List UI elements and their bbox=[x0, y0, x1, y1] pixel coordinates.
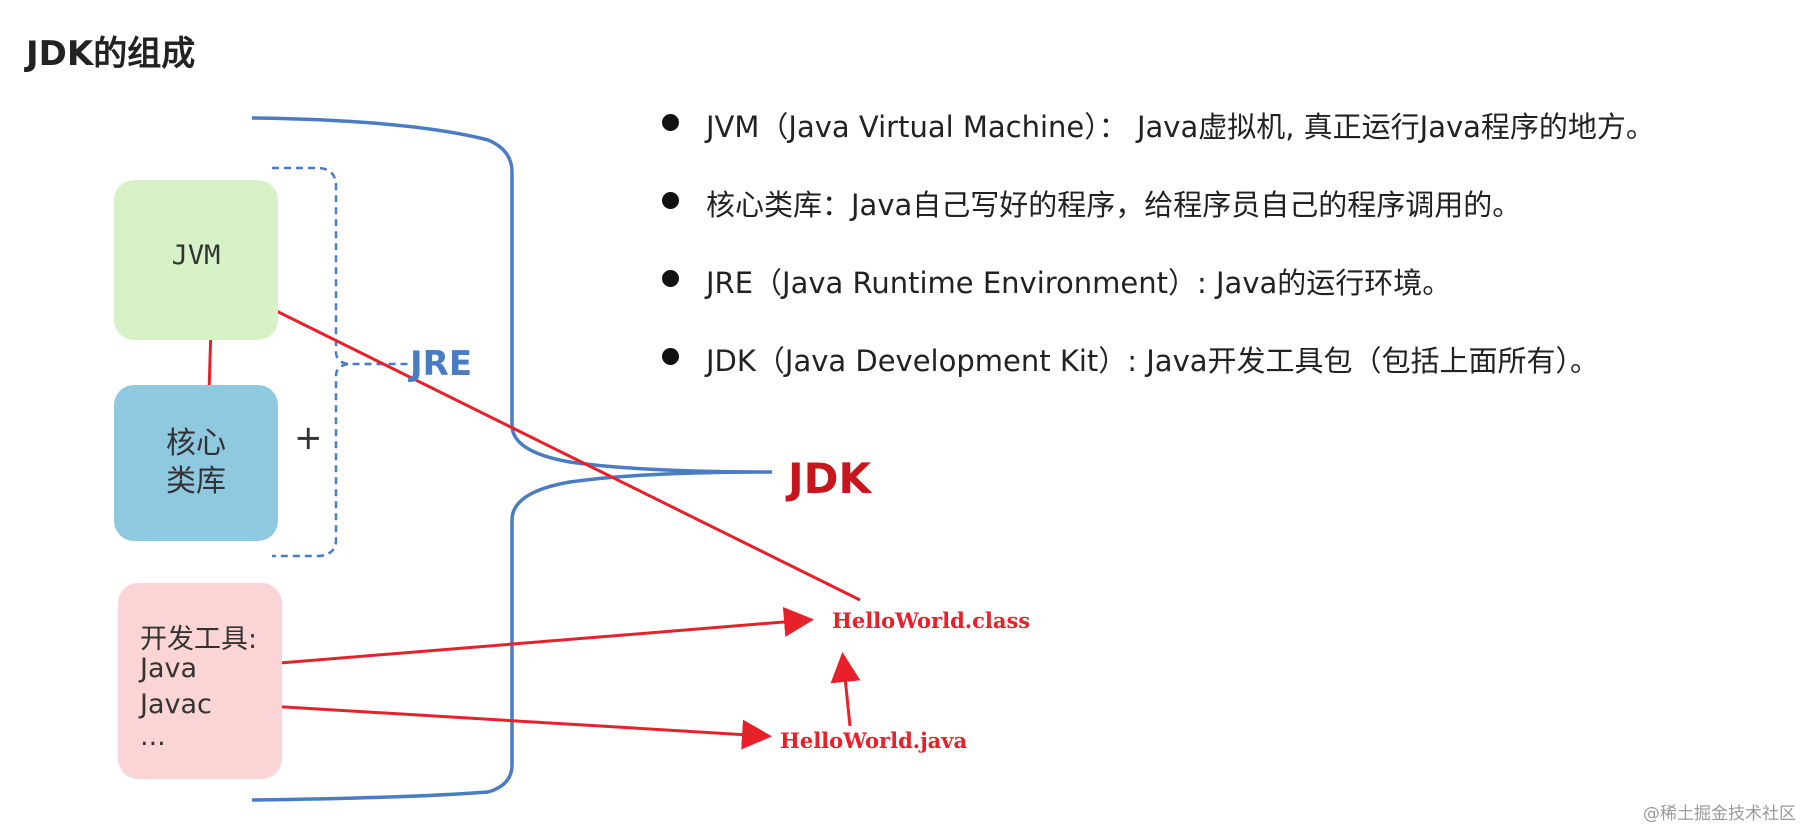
arrow-java-to-class-file bbox=[830, 652, 861, 727]
core-library-label: 核心 类库 bbox=[166, 426, 226, 499]
bullet-jdk: JDK（Java Development Kit）: Java开发工具包（包括上… bbox=[662, 338, 1655, 416]
core-library-box: 核心 类库 bbox=[114, 385, 278, 541]
jre-brace bbox=[272, 166, 408, 558]
dev-tools-heading: 开发工具: bbox=[140, 624, 258, 655]
dev-tool-javac: Javac bbox=[140, 689, 212, 720]
dev-tools-box: 开发工具: Java Javac ... bbox=[118, 583, 282, 779]
bullet-jre: JRE（Java Runtime Environment）: Java的运行环境… bbox=[662, 260, 1655, 338]
arrow-java-to-class bbox=[217, 606, 814, 670]
bullet-core-library: 核心类库：Java自己写好的程序，给程序员自己的程序调用的。 bbox=[662, 182, 1655, 260]
plus-sign: + bbox=[294, 418, 323, 458]
jdk-label: JDK bbox=[788, 454, 872, 503]
jvm-box: JVM bbox=[114, 180, 278, 340]
bullet-text: JDK（Java Development Kit）: Java开发工具包（包括上… bbox=[706, 344, 1600, 378]
jdk-brace bbox=[251, 116, 773, 802]
definition-list: JVM（Java Virtual Machine）： Java虚拟机, 真正运行… bbox=[662, 104, 1655, 416]
arrow-javac-to-java bbox=[267, 704, 772, 750]
helloworld-class-label: HelloWorld.class bbox=[832, 608, 1031, 633]
jvm-box-label: JVM bbox=[171, 239, 221, 271]
bullet-text: JVM（Java Virtual Machine）： Java虚拟机, 真正运行… bbox=[706, 110, 1655, 144]
bullet-dot-icon bbox=[662, 270, 679, 287]
dev-tool-java: Java bbox=[140, 653, 198, 684]
watermark: @稀土掘金技术社区 bbox=[1643, 804, 1796, 824]
bullet-text: 核心类库：Java自己写好的程序，给程序员自己的程序调用的。 bbox=[706, 188, 1522, 222]
bullet-dot-icon bbox=[662, 114, 679, 131]
bullet-dot-icon bbox=[662, 348, 679, 365]
bullet-jvm: JVM（Java Virtual Machine）： Java虚拟机, 真正运行… bbox=[662, 104, 1655, 182]
jre-label: JRE bbox=[410, 344, 473, 384]
dev-tool-more: ... bbox=[140, 721, 166, 752]
bullet-text: JRE（Java Runtime Environment）: Java的运行环境… bbox=[706, 266, 1452, 300]
page-title: JDK的组成 bbox=[26, 34, 196, 74]
bullet-dot-icon bbox=[662, 192, 679, 209]
helloworld-java-label: HelloWorld.java bbox=[780, 728, 968, 753]
arrow-class-to-jvm bbox=[232, 289, 861, 602]
